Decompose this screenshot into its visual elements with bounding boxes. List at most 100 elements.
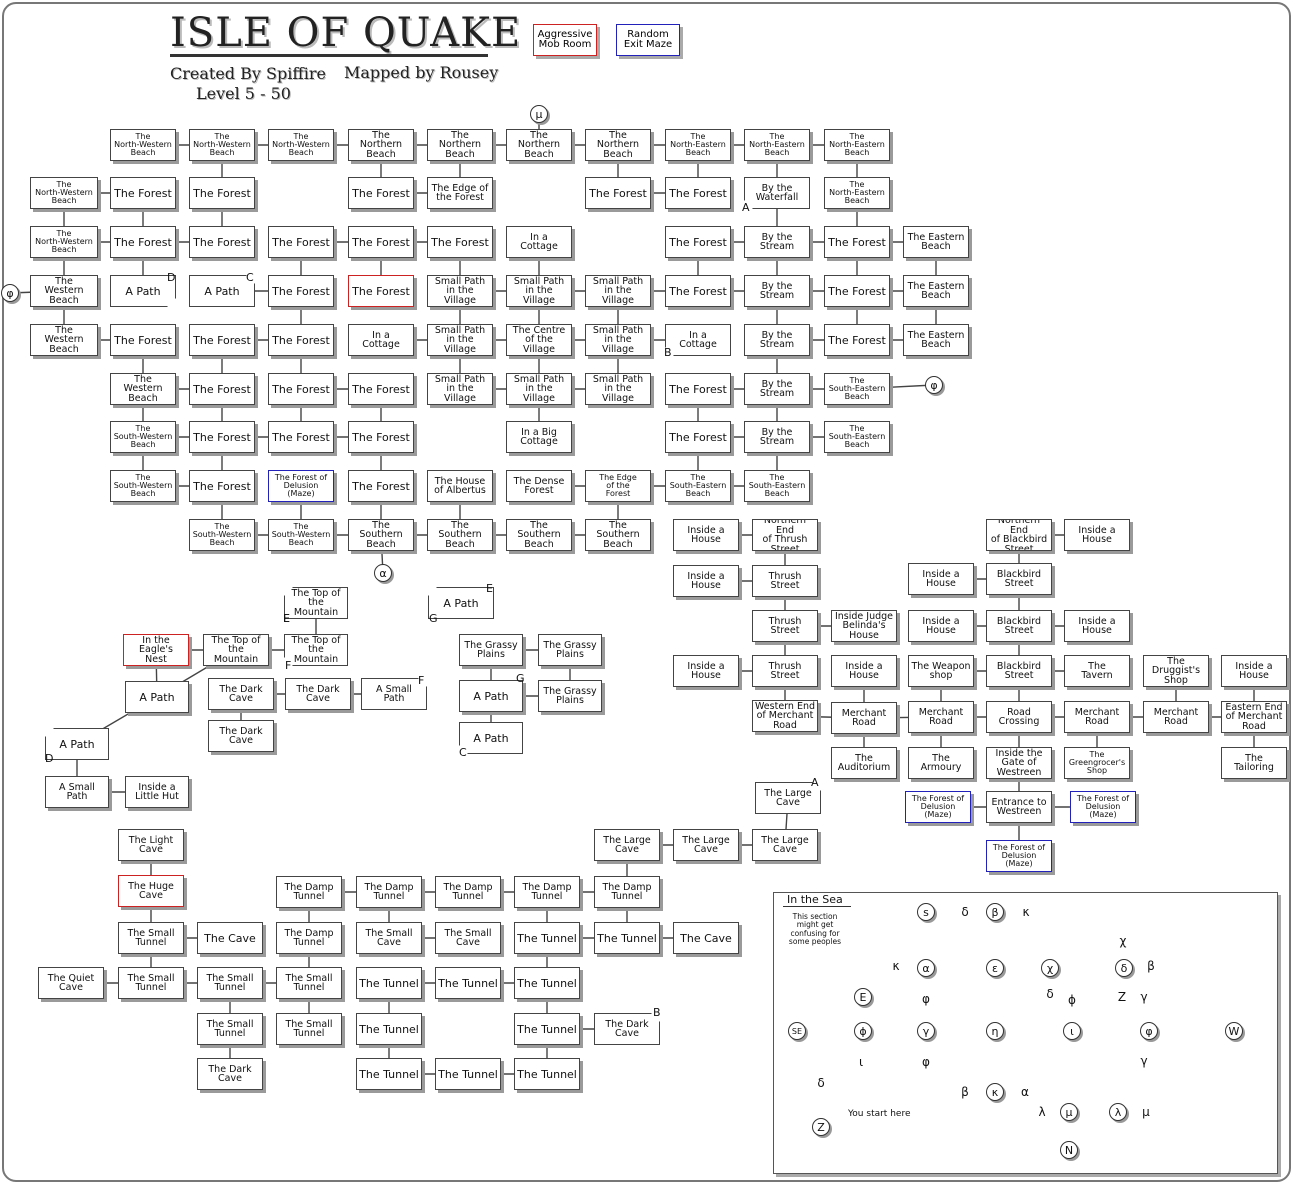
room-c32: The Dark Cave [197, 1058, 263, 1090]
sea-exit-glyph: δ [1046, 987, 1054, 1001]
room-r58: The Forest [348, 373, 414, 405]
room-r79: The Edge of the Forest [585, 470, 651, 502]
room-r73: The South-Western Beach [110, 470, 176, 502]
room-w11: Merchant Road [831, 702, 897, 734]
room-r29: The Forest [824, 226, 890, 258]
sea-node-n_iota: ι [1063, 1022, 1081, 1040]
room-r54: The Eastern Beach [903, 324, 969, 356]
room-m1: The Top of the Mountain [284, 587, 348, 619]
room-m5: A Path [125, 681, 189, 713]
room-w9: Western End of Merchant Road [752, 700, 818, 732]
room-w4: Thrush Street [752, 565, 818, 597]
room-w20: The Weapon shop [908, 655, 974, 687]
room-r67: The Forest [268, 421, 334, 453]
exit-marker-mu: μ [530, 105, 548, 123]
room-c24: The Tunnel [356, 967, 422, 999]
created-by: Created By Spiffire [170, 64, 326, 83]
exit-letter-B1: B [664, 346, 672, 359]
sea-node-n_chi: χ [1041, 959, 1059, 977]
sea-node-n_SE: SE [788, 1022, 806, 1040]
room-w14: Inside a House [1064, 519, 1130, 551]
sea-node-n_Z: Z [812, 1118, 830, 1136]
room-c25: The Tunnel [435, 967, 501, 999]
room-g1: A Path [428, 587, 494, 619]
exit-letter-A1: A [742, 201, 750, 214]
sea-title-underline [783, 906, 851, 907]
room-w35: The Forest of Delusion (Maze) [905, 791, 971, 823]
room-w23: The Druggist's Shop [1143, 655, 1209, 687]
sea-exit-glyph: φ [922, 1055, 930, 1069]
sea-exit-glyph: φ [922, 992, 930, 1006]
room-m2: The Top of the Mountain [203, 634, 269, 666]
room-w2: Northern End of Thrush Street [752, 519, 818, 551]
room-w5: Thrush Street [752, 610, 818, 642]
sea-exit-glyph: μ [1142, 1105, 1150, 1119]
room-r72: The South-Eastern Beach [824, 421, 890, 453]
room-r86: The Southern Beach [506, 519, 572, 551]
room-r47: In a Cottage [348, 324, 414, 356]
room-c10: The Damp Tunnel [514, 876, 580, 908]
room-r83: The South-Western Beach [268, 519, 334, 551]
room-w12: The Auditorium [831, 747, 897, 779]
room-r35: The Forest [348, 275, 414, 307]
sea-note: This section might get confusing for som… [788, 912, 842, 946]
room-r11: The North-Western Beach [30, 177, 98, 209]
room-c27: The Small Tunnel [197, 1013, 263, 1045]
exit-letter-A2: A [811, 776, 819, 789]
room-c8: The Damp Tunnel [356, 876, 422, 908]
room-r82: The South-Western Beach [189, 519, 255, 551]
exit-letter-D2: D [45, 752, 54, 765]
room-r15: The Edge of the Forest [427, 177, 493, 209]
room-r62: The Forest [665, 373, 731, 405]
exit-letter-C1: C [246, 271, 254, 284]
sea-node-n_eps: ε [986, 959, 1004, 977]
room-r61: Small Path in the Village [585, 373, 651, 405]
room-w21: Blackbird Street [986, 655, 1052, 687]
room-r87: The Southern Beach [585, 519, 651, 551]
room-r14: The Forest [348, 177, 414, 209]
room-r63: By the Stream [744, 373, 810, 405]
room-r12: The Forest [110, 177, 176, 209]
exit-letter-F2: F [418, 674, 425, 687]
room-c4: The Large Cave [752, 829, 818, 861]
room-c30: The Tunnel [514, 1013, 580, 1045]
room-r46: The Forest [268, 324, 334, 356]
room-r8: The North-Eastern Beach [665, 129, 731, 161]
room-m8: A Small Path [361, 678, 427, 710]
room-r23: The Forest [268, 226, 334, 258]
room-c9: The Damp Tunnel [435, 876, 501, 908]
room-r17: The Forest [665, 177, 731, 209]
room-r66: The Forest [189, 421, 255, 453]
room-r20: The North-Western Beach [30, 226, 98, 258]
room-r42: The Eastern Beach [903, 275, 969, 307]
exit-letter-G2: G [516, 672, 525, 685]
room-r24: The Forest [348, 226, 414, 258]
exit-letter-F1: F [285, 659, 292, 672]
room-r68: The Forest [348, 421, 414, 453]
room-r74: The Forest [189, 470, 255, 502]
sea-exit-glyph: Z [1117, 990, 1127, 1004]
room-r39: The Forest [665, 275, 731, 307]
exit-letter-C2: C [459, 746, 467, 759]
room-r44: The Forest [110, 324, 176, 356]
room-w27: Merchant Road [1064, 701, 1130, 733]
room-c31: The Dark Cave [594, 1013, 660, 1045]
room-r76: The Forest [348, 470, 414, 502]
sea-node-n_lambda: λ [1109, 1103, 1127, 1121]
sea-exit-glyph: κ [1022, 905, 1030, 919]
room-c14: The Damp Tunnel [276, 922, 342, 954]
room-w15: Inside a House [908, 563, 974, 595]
room-c19: The Cave [673, 922, 739, 954]
room-w8: Thrush Street [752, 655, 818, 687]
sea-exit-glyph: β [961, 1085, 969, 1099]
room-r21: The Forest [110, 226, 176, 258]
room-r22: The Forest [189, 226, 255, 258]
sea-node-n_beta: β [986, 903, 1004, 921]
exit-letter-G1: G [429, 612, 438, 625]
sea-node-n_kappa: κ [986, 1083, 1004, 1101]
room-c6: The Huge Cave [118, 875, 184, 907]
room-w1: Inside a House [673, 519, 739, 551]
sea-exit-glyph: ϕ [1068, 993, 1076, 1007]
room-r34: The Forest [268, 275, 334, 307]
level-range: Level 5 - 50 [196, 84, 291, 103]
